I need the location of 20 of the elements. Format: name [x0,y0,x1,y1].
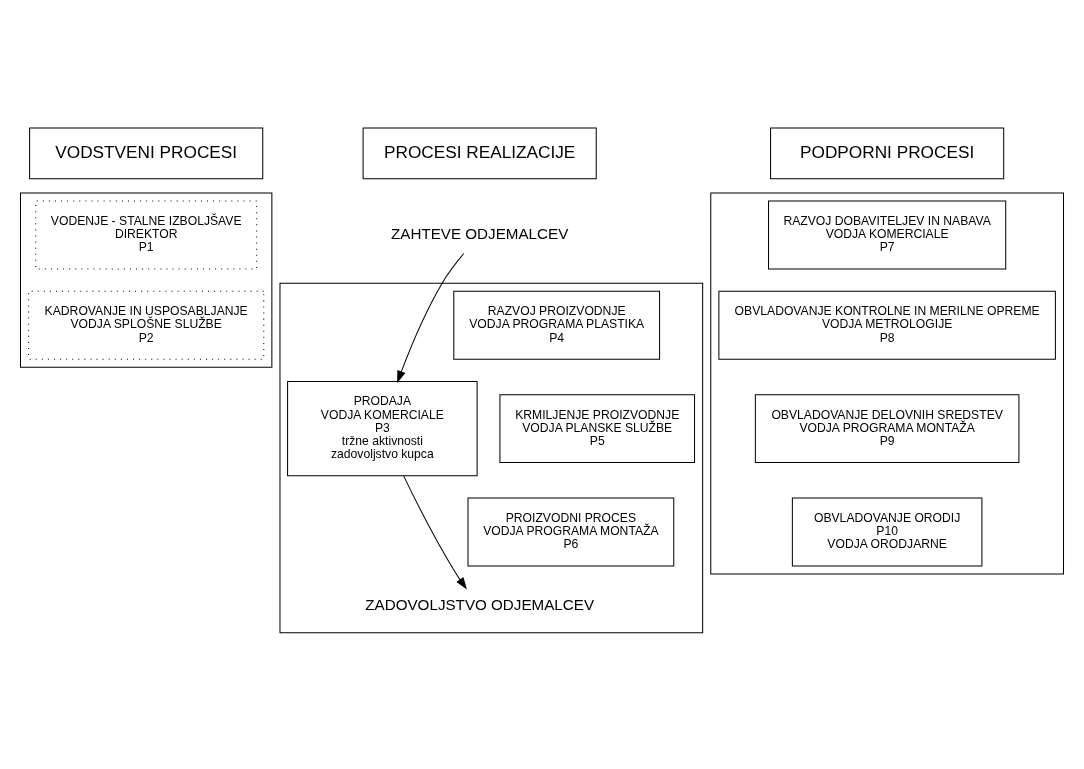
node-box: OBVLADOVANJE DELOVNIH SREDSTEV VODJA PROGRAMA MONTAŽA P9 [754,394,1020,464]
node-box: PROCESI REALIZACIJE [362,127,597,180]
node-box: KRMILJENJE PROIZVODNJE VODJA PLANSKE SLUŽBE P5 [499,394,696,464]
cluster [710,192,1064,575]
cluster [279,282,704,634]
node-box: OBVLADOVANJE KONTROLNE IN MERILNE OPREME VODJA METROLOGIJE P8 [718,290,1056,360]
node-text: ZADOVOLJSTVO ODJEMALCEV [365,596,595,614]
node-box: KADROVANJE IN USPOSABLJANJE VODJA SPLOŠNE SLUŽBE P2 [28,290,265,360]
node-box: OBVLADOVANJE ORODIJ P10 VODJA ORODJARNE [791,497,983,567]
arrow [403,475,467,590]
node-box: PODPORNI PROCESI [770,127,1005,180]
node-box: VODENJE - STALNE IZBOLJŠAVE DIREKTOR P1 [35,200,258,270]
cluster [20,192,273,368]
node-box: PRODAJA VODJA KOMERCIALE P3 tržne aktivnosti zadovoljstvo kupca [287,380,478,477]
node-box: RAZVOJ DOBAVITELJEV IN NABAVA VODJA KOMERCIALE P7 [768,200,1007,270]
arrow [397,253,465,383]
node-box: PROIZVODNI PROCES VODJA PROGRAMA MONTAŽA P6 [467,497,675,567]
node-text: ZAHTEVE ODJEMALCEV [391,224,569,242]
node-box: VODSTVENI PROCESI [29,127,264,180]
node-box: RAZVOJ PROIZVODNJE VODJA PROGRAMA PLASTIKA P4 [453,290,661,360]
